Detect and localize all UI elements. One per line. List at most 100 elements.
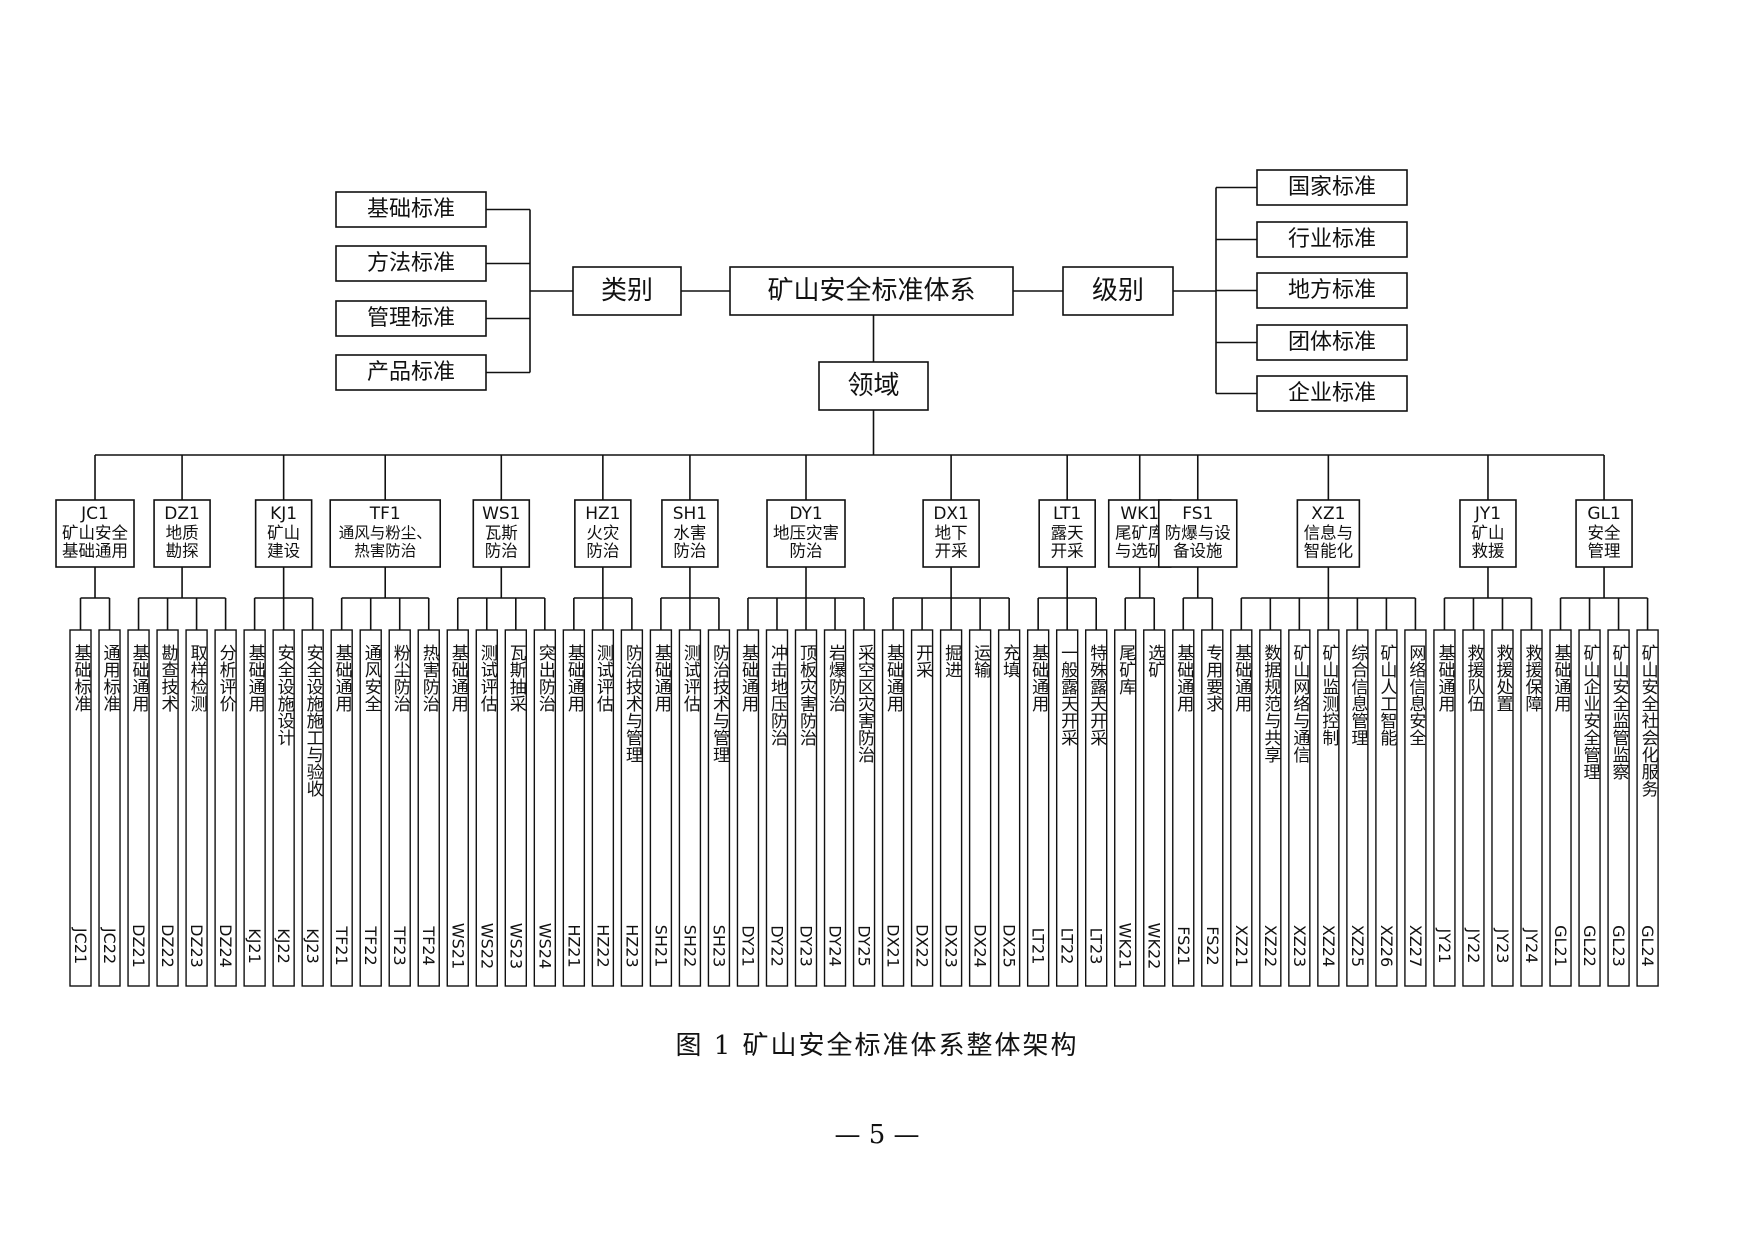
- group-box: [1459, 499, 1517, 568]
- page-number: — 5 —: [834, 1120, 920, 1150]
- leaf-name: 矿山网络与通信: [1289, 644, 1310, 763]
- domain-label: 领域: [847, 371, 899, 401]
- leaf-name: 瓦斯抽采: [506, 644, 527, 712]
- root-label: 矿山安全标准体系: [767, 276, 975, 306]
- leaf-name: 网络信息安全: [1405, 644, 1426, 746]
- leaf-name: 基础通用: [1173, 644, 1194, 713]
- level-item-label: 企业标准: [1288, 381, 1376, 406]
- leaf-code: LT23: [1087, 928, 1106, 965]
- leaf-name: 专用要求: [1202, 644, 1223, 712]
- leaf-code: KJ23: [303, 928, 322, 964]
- group-name-line: 地压灾害: [773, 524, 839, 543]
- leaf-name: 数据规范与共享: [1260, 644, 1281, 763]
- leaf-code: DX25: [1000, 924, 1019, 968]
- leaf-name: 救援处置: [1492, 644, 1513, 712]
- group-name-line: 矿山安全: [62, 524, 129, 543]
- leaf-name: 粉尘防治: [390, 644, 411, 712]
- category-item-label: 产品标准: [367, 360, 455, 385]
- group-name-line: 防爆与设: [1165, 524, 1231, 543]
- category-item-label: 管理标准: [367, 306, 455, 331]
- group-name-line: 基础通用: [62, 542, 128, 561]
- leaf-code: XZ26: [1377, 925, 1396, 967]
- leaf-code: DY21: [738, 925, 757, 967]
- group-name-line: 火灾: [586, 524, 619, 543]
- category-item-label: 方法标准: [367, 251, 455, 276]
- leaf-name: 基础通用: [1434, 644, 1455, 713]
- leaf-name: 特殊露天开采: [1086, 644, 1107, 746]
- leaf-name: 分析评价: [216, 644, 237, 712]
- leaf-code: GL24: [1638, 925, 1657, 967]
- group-name-line: 安全: [1588, 524, 1622, 543]
- leaf-code: WK21: [1116, 923, 1135, 970]
- group-name-line: 露天: [1051, 524, 1084, 543]
- leaf-code: WS21: [448, 923, 467, 969]
- group-name-line: 管理: [1588, 542, 1621, 561]
- group-box: [1296, 499, 1361, 568]
- leaf-name: 救援保障: [1522, 644, 1543, 712]
- leaf-name: 冲击地压防治: [767, 644, 788, 746]
- group-name-line: 瓦斯: [485, 524, 518, 543]
- leaf-code: DY23: [797, 925, 816, 967]
- level-item-box: [1256, 169, 1408, 206]
- group-name-line: 地质: [166, 524, 199, 543]
- level-item-label: 地方标准: [1288, 278, 1376, 303]
- leaf-name: 基础通用: [651, 644, 672, 713]
- leaf-code: XZ22: [1261, 925, 1280, 967]
- leaf-code: DY22: [767, 925, 786, 967]
- leaf-name: 基础通用: [448, 644, 469, 713]
- figure-caption: 图 1 矿山安全标准体系整体架构: [675, 1031, 1079, 1061]
- group-code: DY1: [789, 504, 822, 524]
- group-code: DZ1: [164, 504, 200, 524]
- group-name-line: 矿山: [1471, 524, 1504, 543]
- group-code: SH1: [673, 504, 707, 524]
- leaf-code: XZ21: [1232, 925, 1251, 967]
- leaf-name: 矿山监测控制: [1318, 644, 1339, 746]
- group-box: [153, 499, 211, 568]
- leaf-name: 掘进: [941, 644, 962, 678]
- leaf-code: DX24: [971, 924, 990, 968]
- leaf-code: DX21: [884, 924, 903, 968]
- leaf-code: HZ22: [593, 924, 612, 967]
- leaf-name: 救援队伍: [1463, 644, 1484, 712]
- leaf-code: JY22: [1464, 928, 1483, 964]
- leaf-code: DX22: [913, 924, 932, 968]
- group-name-line: 防治: [790, 542, 823, 561]
- leaf-code: DZ24: [216, 924, 235, 968]
- category-item-box: [335, 245, 487, 282]
- leaf-code: DX23: [942, 924, 961, 968]
- leaf-name: 突出防治: [535, 644, 556, 712]
- group-code: TF1: [369, 504, 401, 524]
- category-item-box: [335, 300, 487, 337]
- leaf-code: KJ21: [245, 928, 264, 964]
- leaf-name: 综合信息管理: [1347, 644, 1368, 746]
- group-code: GL1: [1587, 504, 1620, 524]
- group-box: [1157, 499, 1238, 568]
- level-item-label: 团体标准: [1288, 330, 1376, 355]
- group-box: [254, 499, 313, 568]
- level-item-box: [1256, 324, 1408, 361]
- group-code: XZ1: [1311, 504, 1345, 524]
- group-box: [1038, 499, 1096, 568]
- leaf-name: 基础标准: [71, 644, 92, 712]
- leaf-code: FS21: [1174, 926, 1193, 965]
- leaf-code: FS22: [1203, 926, 1222, 965]
- leaf-name: 基础通用: [883, 644, 904, 713]
- group-code: HZ1: [585, 504, 620, 524]
- leaf-name: 取样检测: [187, 644, 208, 713]
- leaf-name: 岩爆防治: [825, 644, 846, 712]
- group-code: FS1: [1182, 504, 1213, 524]
- leaf-name: 尾矿库: [1115, 644, 1136, 695]
- leaf-code: XZ24: [1319, 925, 1338, 967]
- leaf-code: XZ23: [1290, 925, 1309, 967]
- leaf-name: 开采: [912, 644, 933, 678]
- category-item-box: [335, 191, 487, 228]
- group-code: WS1: [482, 504, 520, 524]
- leaf-code: LT21: [1029, 928, 1048, 965]
- group-name-line: 备设施: [1173, 542, 1223, 561]
- leaf-code: WS23: [506, 923, 525, 969]
- group-name-line: 防治: [586, 542, 619, 561]
- level-item-box: [1256, 272, 1408, 309]
- leaf-code: WS24: [535, 923, 554, 969]
- standards-hierarchy-diagram: 矿山安全标准体系类别基础标准方法标准管理标准产品标准级别国家标准行业标准地方标准…: [55, 169, 1659, 987]
- leaf-code: SH21: [651, 925, 670, 968]
